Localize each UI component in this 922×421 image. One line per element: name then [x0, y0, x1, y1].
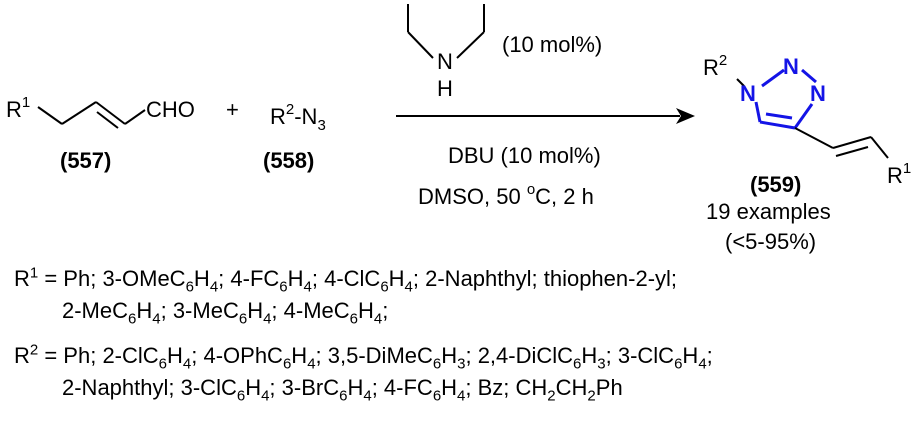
amine-hydrogen: H	[437, 76, 453, 101]
r2-definition-line-1: R2 = Ph; 2-ClC6H4; 4-OPhC6H4; 3,5-DiMeC6…	[14, 341, 713, 373]
aldehyde-group: CHO	[146, 97, 195, 122]
base-condition: DBU (10 mol%)	[448, 143, 601, 168]
bond	[870, 136, 889, 159]
plus-sign: +	[226, 97, 239, 122]
compound-label-558: (558)	[263, 148, 314, 173]
double-bond	[95, 101, 126, 125]
compound-label-557: (557)	[60, 148, 111, 173]
bond	[794, 127, 834, 149]
azide-formula: R2-N3	[270, 101, 326, 134]
compound-label-559: (559)	[750, 172, 801, 197]
triazole-ring	[754, 68, 817, 130]
catalyst-diethylamine: N H (10 mol%)	[407, 4, 602, 101]
product-yield: (<5-95%)	[725, 229, 817, 254]
r2-definition-line-2: 2-Naphthyl; 3-ClC6H4; 3-BrC6H4; 4-FC6H4;…	[62, 375, 623, 405]
double-bond-inner	[835, 146, 869, 157]
bond	[124, 109, 146, 125]
product-559: R2 N N N R1 (559) 19 examples	[703, 52, 911, 224]
catalyst-loading: (10 mol%)	[502, 32, 602, 57]
bond	[37, 106, 63, 125]
reactant-558: R2-N3 (558)	[263, 101, 326, 173]
triazole-n3: N	[810, 81, 826, 106]
reactant-557: R1 CHO (557)	[6, 94, 195, 173]
triazole-n1: N	[740, 81, 756, 106]
triazole-n2: N	[783, 54, 799, 79]
r1-definition-line-1: R1 = Ph; 3-OMeC6H4; 4-FC6H4; 4-ClC6H4; 2…	[14, 264, 678, 296]
bond	[61, 101, 97, 125]
r1-definition-line-2: 2-MeC6H4; 3-MeC6H4; 4-MeC6H4;	[62, 298, 389, 328]
bond	[736, 78, 745, 87]
r1-symbol: R1	[6, 94, 30, 122]
reaction-scheme: R1 CHO (557) + R2-N3 (558) N H (10 mol%)…	[6, 4, 911, 224]
product-r1: R1	[887, 160, 911, 188]
bond	[407, 31, 434, 59]
double-bond	[832, 136, 872, 149]
examples-count: 19 examples	[706, 199, 831, 224]
product-r2: R2	[703, 52, 727, 80]
solvent-temp-condition: DMSO, 50 oC, 2 h	[418, 181, 594, 209]
double-bond-inner	[96, 111, 119, 129]
amine-nitrogen: N	[437, 49, 453, 74]
bond	[456, 31, 485, 59]
reaction-arrow	[396, 108, 695, 124]
